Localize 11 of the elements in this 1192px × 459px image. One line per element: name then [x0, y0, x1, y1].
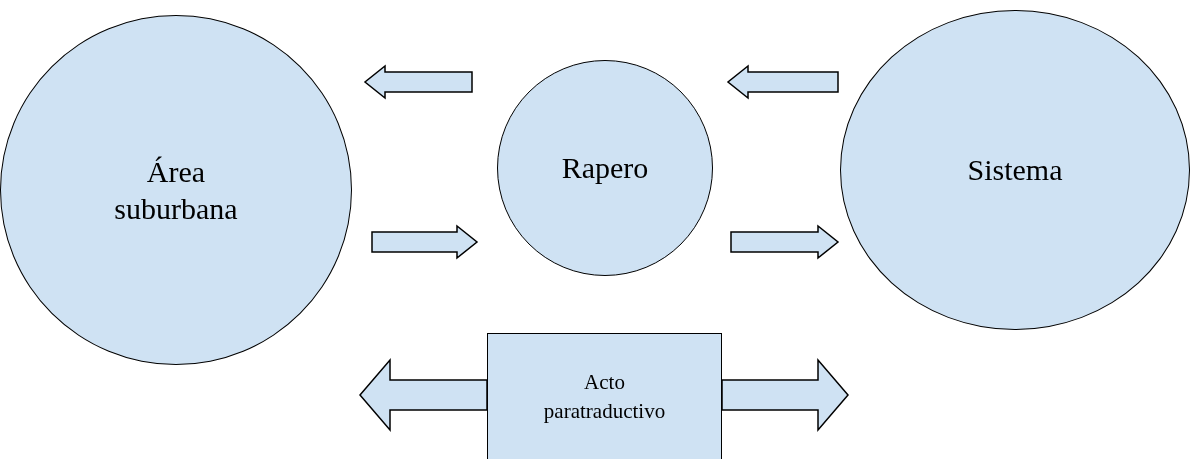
block-arrow — [363, 64, 473, 100]
node-label: Acto paratraductivo — [542, 368, 667, 425]
node-label: Rapero — [561, 150, 649, 187]
process-box — [487, 333, 722, 459]
block-arrow — [721, 357, 849, 433]
block-arrow — [730, 224, 840, 260]
node-label: Área suburbana — [113, 153, 239, 227]
block-arrow — [359, 357, 488, 433]
block-arrow — [726, 64, 839, 100]
block-arrow — [371, 224, 479, 260]
node-label: Sistema — [967, 152, 1063, 189]
